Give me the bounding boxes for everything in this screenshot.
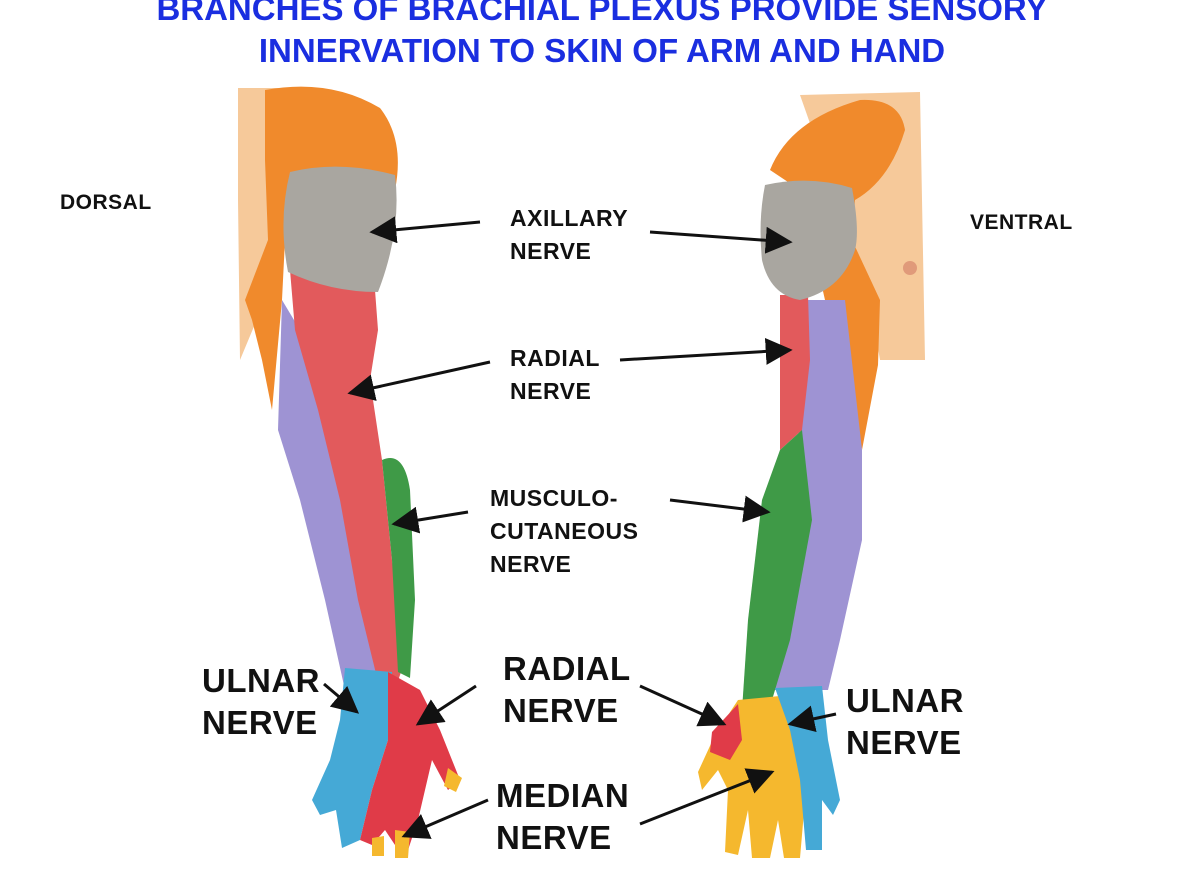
dorsal-fingertip-median-2 — [372, 836, 384, 856]
musculocutaneous-nerve-label: MUSCULO- CUTANEOUS NERVE — [490, 482, 638, 581]
dorsal-arm — [238, 86, 462, 858]
musculo-line-3: NERVE — [490, 551, 572, 577]
ulnar-dorsal-line-2: NERVE — [202, 704, 318, 741]
median-line-2: NERVE — [496, 819, 612, 856]
ventral-hand-radial — [710, 704, 742, 760]
radial-upper-line-2: NERVE — [510, 378, 592, 404]
pointer-arrows — [323, 216, 837, 839]
ulnar-nerve-ventral-label: ULNAR NERVE — [846, 680, 964, 764]
dorsal-shoulder-region — [245, 86, 398, 411]
arrow-radial-ventral — [619, 337, 793, 365]
dorsal-hand-ulnar — [312, 668, 392, 848]
ventral-arm — [698, 92, 925, 858]
arrow-ulnar-ventral — [787, 705, 837, 733]
dorsal-axillary-region — [283, 166, 397, 292]
arrow-median-ventral — [639, 768, 775, 826]
ulnar-ventral-line-1: ULNAR — [846, 682, 964, 719]
arrow-axillary-dorsal — [369, 216, 481, 244]
ulnar-nerve-dorsal-label: ULNAR NERVE — [202, 660, 320, 744]
arrow-axillary-ventral — [649, 226, 793, 254]
ventral-nipple — [903, 261, 917, 275]
arrow-radial-hand-dorsal — [415, 684, 477, 726]
arrow-ulnar-dorsal — [323, 682, 360, 714]
dorsal-thumb-median — [444, 768, 462, 792]
arrow-musculocutaneous-dorsal — [391, 506, 469, 534]
radial-nerve-label: RADIAL NERVE — [510, 342, 600, 408]
median-nerve-label: MEDIAN NERVE — [496, 775, 629, 859]
dorsal-hand-radial — [360, 672, 460, 850]
arrow-median-dorsal — [401, 798, 489, 839]
ventral-musculocutaneous-region — [742, 430, 812, 710]
axillary-nerve-label: AXILLARY NERVE — [510, 202, 628, 268]
ventral-radial-region — [780, 295, 810, 450]
radial-hand-line-2: NERVE — [503, 692, 619, 729]
ventral-axillary-region — [760, 180, 857, 300]
ulnar-ventral-line-2: NERVE — [846, 724, 962, 761]
musculo-line-2: CUTANEOUS — [490, 518, 639, 544]
musculo-line-1: MUSCULO- — [490, 485, 618, 511]
radial-hand-line-1: RADIAL — [503, 650, 631, 687]
arrow-musculocutaneous-ventral — [669, 495, 771, 523]
arrow-radial-dorsal — [347, 360, 491, 401]
ventral-view-label: VENTRAL — [970, 211, 1073, 234]
title-line-1: BRANCHES OF BRACHIAL PLEXUS PROVIDE SENS… — [156, 0, 1048, 27]
axillary-line-1: AXILLARY — [510, 205, 629, 231]
dorsal-view-label: DORSAL — [60, 191, 152, 214]
median-line-1: MEDIAN — [496, 777, 630, 814]
radial-upper-line-1: RADIAL — [510, 345, 600, 371]
radial-nerve-hand-label: RADIAL NERVE — [503, 648, 631, 732]
page-title: BRANCHES OF BRACHIAL PLEXUS PROVIDE SENS… — [0, 0, 1204, 72]
title-line-2: INNERVATION TO SKIN OF ARM AND HAND — [258, 32, 946, 69]
dorsal-radial-region — [290, 270, 405, 690]
axillary-line-2: NERVE — [510, 238, 592, 264]
ulnar-dorsal-line-1: ULNAR — [202, 662, 320, 699]
arrow-radial-hand-ventral — [639, 684, 727, 727]
